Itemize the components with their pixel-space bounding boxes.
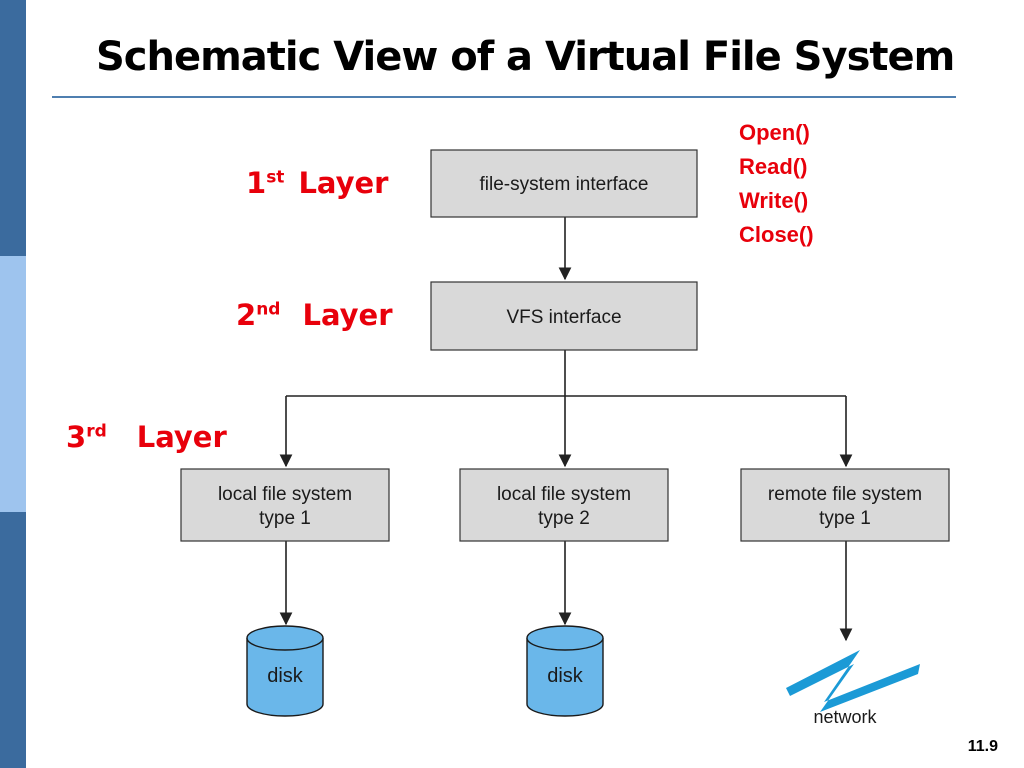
label-local-fs-1-line1: local file system xyxy=(218,484,352,505)
layer-label-2: 2nd Layer xyxy=(236,298,393,332)
layer-1-number: 1st xyxy=(246,166,285,200)
disk-2-icon xyxy=(526,625,604,717)
layer-3-number: 3rd xyxy=(66,420,107,454)
label-file-system-interface: file-system interface xyxy=(480,174,649,195)
layer-1-word: Layer xyxy=(298,166,389,200)
box-remote-fs-type-1 xyxy=(740,468,950,542)
sidebar-segment-middle xyxy=(0,256,26,512)
disk-1-icon xyxy=(246,625,324,717)
layer-3-word: Layer xyxy=(136,420,227,454)
page-number: 11.9 xyxy=(967,738,998,755)
slide-title: Schematic View of a Virtual File System xyxy=(96,34,955,80)
layer-2-word: Layer xyxy=(302,298,393,332)
disk-1-label: disk xyxy=(267,665,304,687)
layer-2-number: 2nd xyxy=(236,298,281,332)
system-call-list: Open() Read() Write() Close() xyxy=(739,116,814,252)
box-vfs-interface xyxy=(430,281,698,351)
network-label: network xyxy=(813,707,877,727)
box-local-fs-type-2 xyxy=(459,468,669,542)
call-close: Close() xyxy=(739,222,814,247)
call-read: Read() xyxy=(739,154,808,179)
layer-label-3: 3rd Layer xyxy=(66,420,227,454)
label-local-fs-1-line2: type 1 xyxy=(259,508,311,529)
disk-2-label: disk xyxy=(547,665,584,687)
label-local-fs-2-line2: type 2 xyxy=(538,508,590,529)
box-local-fs-type-1 xyxy=(180,468,390,542)
sidebar-decoration xyxy=(0,0,26,768)
sidebar-segment-bottom xyxy=(0,512,26,768)
label-remote-fs-1-line1: remote file system xyxy=(768,484,922,505)
layer-label-1: 1st Layer xyxy=(246,166,388,200)
label-local-fs-2-line1: local file system xyxy=(497,484,631,505)
sidebar-segment-top xyxy=(0,0,26,256)
call-open: Open() xyxy=(739,120,810,145)
title-underline xyxy=(52,96,956,98)
label-remote-fs-1-line2: type 1 xyxy=(819,508,871,529)
network-lightning-icon xyxy=(786,650,920,712)
box-file-system-interface xyxy=(430,149,698,218)
label-vfs-interface: VFS interface xyxy=(506,307,621,328)
call-write: Write() xyxy=(739,188,809,213)
